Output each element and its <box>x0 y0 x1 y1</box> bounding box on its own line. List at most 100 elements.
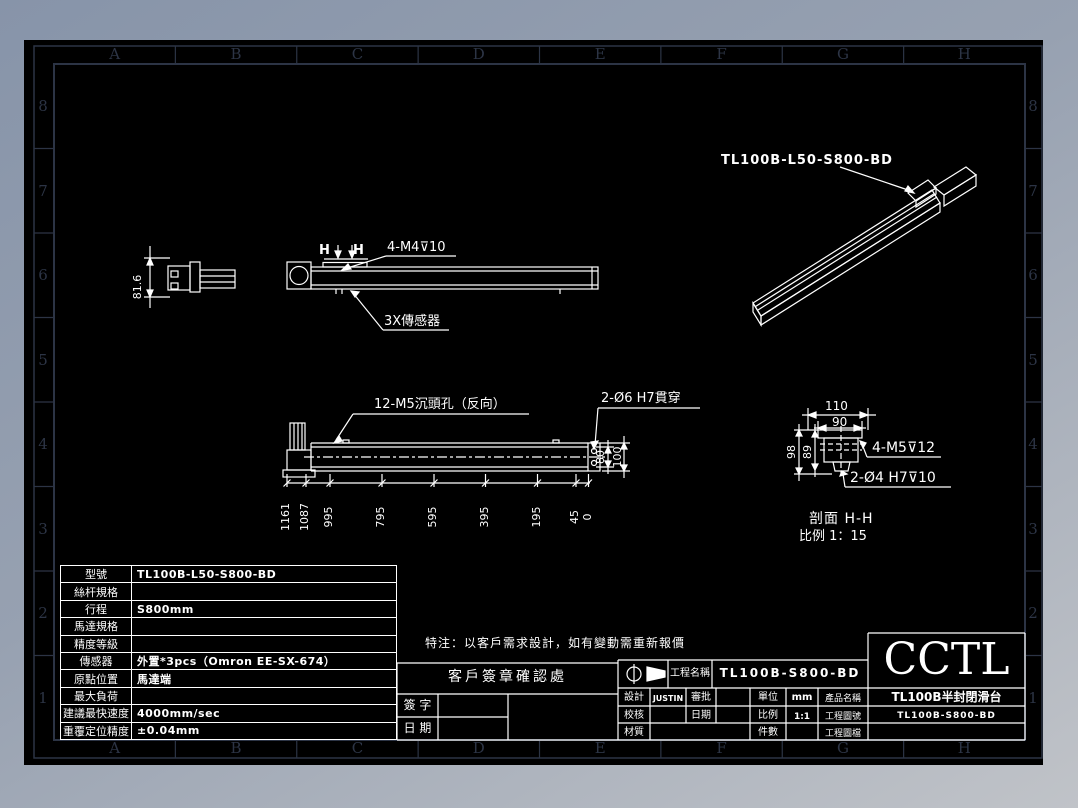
date-field-label: 日期 <box>691 710 711 721</box>
zone-row-label: 6 <box>1028 266 1038 285</box>
design-value: JUSTIN <box>652 694 684 703</box>
thread-callout-m5: 4-M5⊽12 <box>872 440 936 456</box>
pin-hole-callout: 2-Ø6 H7貫穿 <box>601 391 681 406</box>
spec-table-row: 原點位置馬達端 <box>61 670 396 688</box>
dim-98: 98 <box>785 445 798 459</box>
spec-row-label: 型號 <box>61 566 132 583</box>
spec-table-row: 行程 S800mm <box>61 600 396 619</box>
zone-row-label: 7 <box>1028 181 1038 200</box>
chain-dim-text: 1161 <box>279 503 292 531</box>
spec-row-value: S800mm <box>137 602 194 616</box>
chain-dim-text: 595 <box>426 506 439 528</box>
spec-table-row: 最大負荷 <box>61 687 396 706</box>
product-name-value: TL100B半封閉滑台 <box>891 690 1002 704</box>
zone-column-label: D <box>472 739 485 757</box>
zone-row-label: 3 <box>38 519 48 538</box>
drawing-no-value: TL100B-S800-BD <box>897 711 996 721</box>
zone-column-label: D <box>472 45 485 63</box>
section-mark-h-left: H <box>319 243 330 258</box>
spec-row-value: 馬達端 <box>137 672 172 686</box>
zone-column-label: A <box>109 739 121 757</box>
plan-elevation <box>282 407 700 487</box>
zone-column-label: A <box>109 45 121 63</box>
spec-row-value <box>132 636 396 652</box>
chain-dim-text: 195 <box>529 506 543 528</box>
zone-row-label: 8 <box>1028 97 1038 116</box>
thread-callout-m4: 4-M4⊽10 <box>387 240 446 255</box>
spec-table-row: 精度等級 <box>61 635 396 654</box>
spec-table-row: 傳感器外置*3pcs（Omron EE-SX-674） <box>61 653 396 671</box>
spec-table-row: 馬達規格 <box>61 618 396 636</box>
zone-row-label: 8 <box>38 97 48 116</box>
pin-callout-d4: 2-Ø4 H7⊽10 <box>850 470 936 486</box>
approve-label: 審批 <box>691 692 711 703</box>
spec-row-value <box>132 583 396 599</box>
spec-table-row: 絲杆規格 <box>61 583 396 601</box>
check-label: 校核 <box>624 710 644 721</box>
spec-table-row: 重覆定位精度±0.04mm <box>61 722 396 740</box>
signature-box-grid <box>396 662 618 741</box>
section-scale: 比例 1：15 <box>799 529 867 544</box>
spec-row-label: 精度等級 <box>61 635 132 653</box>
chain-dim-text: 395 <box>477 506 491 528</box>
file-no-label: 工程圖檔 <box>824 729 861 739</box>
title-block-grid <box>617 632 1026 741</box>
zone-column-label: B <box>230 45 242 63</box>
spec-row-value <box>132 688 396 704</box>
zone-row-label: 2 <box>38 604 48 623</box>
end-view <box>144 246 236 308</box>
countersink-callout: 12-M5沉頭孔（反向） <box>374 397 506 412</box>
section-mark-h-right: H <box>353 243 364 258</box>
spec-row-label: 重覆定位精度 <box>61 722 132 740</box>
scale-label: 比例 <box>758 710 778 721</box>
zone-row-label: 1 <box>1028 688 1038 707</box>
drawing-canvas: 81.6 H H 4-M4⊽10 3X傳感器 TL100B-L50-S800-B… <box>24 40 1043 765</box>
date-label: 日 期 <box>403 721 432 735</box>
dim-89: 89 <box>801 445 814 459</box>
design-label: 設計 <box>624 692 644 703</box>
zone-column-label: E <box>594 45 606 63</box>
qty-label: 件數 <box>758 727 778 738</box>
section-view <box>794 408 951 488</box>
chain-dim-text: 795 <box>374 506 387 528</box>
unit-value: mm <box>791 692 813 703</box>
spec-row-value: 4000mm/sec <box>137 706 221 720</box>
zone-column-label: B <box>230 739 242 757</box>
chain-dim-text: 0 <box>580 513 594 521</box>
drawing-linework <box>33 45 1043 759</box>
zone-row-label: 3 <box>1028 519 1038 538</box>
section-title: 剖面 H-H <box>809 511 874 527</box>
dim-90: 90 <box>832 415 848 429</box>
zone-row-label: 4 <box>1028 435 1038 454</box>
isometric-view <box>752 166 978 328</box>
zone-row-label: 1 <box>38 688 48 707</box>
spec-row-label: 原點位置 <box>61 670 132 687</box>
zone-row-label: 5 <box>1028 350 1038 369</box>
zone-column-label: G <box>836 739 849 757</box>
spec-row-value: TL100B-L50-S800-BD <box>137 567 277 581</box>
company-logo: CCTL <box>883 634 1010 685</box>
spec-row-label: 行程 <box>61 600 132 618</box>
spec-row-label: 最大負荷 <box>61 687 132 705</box>
side-elevation <box>286 245 599 331</box>
height-dim-80: 80 <box>594 450 607 464</box>
material-label: 材質 <box>624 727 644 738</box>
sensor-callout: 3X傳感器 <box>384 314 441 329</box>
zone-row-label: 6 <box>38 266 48 285</box>
product-name-label: 產品名稱 <box>824 694 861 704</box>
project-name-label: 工程名稱 <box>670 668 710 679</box>
chain-dim-text: 1087 <box>298 503 311 531</box>
scale-value: 1:1 <box>793 712 811 722</box>
projection-symbol-icon <box>626 664 666 684</box>
spec-table: 型號 TL100B-L50-S800-BD 絲杆規格行程 S800mm 馬達規格精度等級… <box>60 565 397 740</box>
zone-column-label: F <box>716 45 727 63</box>
spec-row-value: 外置*3pcs（Omron EE-SX-674） <box>137 655 336 669</box>
zone-row-label: 2 <box>1028 604 1038 623</box>
spec-row-label: 馬達規格 <box>61 618 132 635</box>
height-dim-81.6: 81.6 <box>131 274 144 300</box>
zone-row-label: 7 <box>38 181 48 200</box>
zone-row-label: 4 <box>38 435 48 454</box>
zone-column-label: C <box>351 45 364 63</box>
chain-dim-text: 45 <box>568 510 581 524</box>
